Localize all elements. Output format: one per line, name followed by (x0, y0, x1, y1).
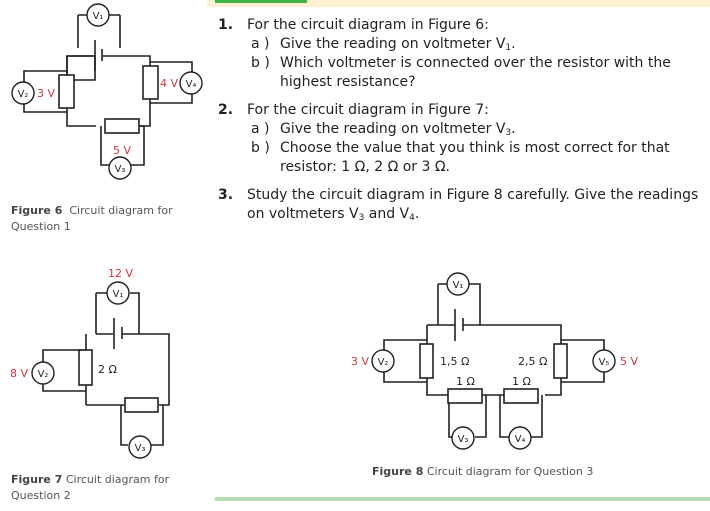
question-number: 3. (218, 187, 234, 203)
figure-label: Figure 8 (372, 465, 424, 478)
svg-text:V₃: V₃ (115, 164, 126, 175)
part-label: a ) (251, 121, 270, 137)
figure-7-caption: Figure 7 Circuit diagram for Question 2 (11, 472, 181, 504)
voltmeter-v3: V₃ (108, 156, 132, 180)
question-part: b ) Choose the value that you think is m… (247, 139, 708, 177)
header-band (207, 0, 710, 7)
question-part: a ) Give the reading on voltmeter V3. (247, 120, 708, 139)
resistor (124, 397, 159, 413)
part-text-end: . (511, 36, 516, 52)
figure-8-circuit: V₁ V₂ V₃ V₄ V₅ 3 V 5 V 1,5 Ω 2,5 Ω 1 Ω 1… (351, 272, 638, 450)
subscript: 1 (505, 43, 512, 53)
resistor (58, 74, 75, 109)
svg-text:V₅: V₅ (599, 357, 610, 368)
question-text: Study the circuit diagram in Figure 8 ca… (247, 187, 699, 222)
voltmeter-v1: V₁ (446, 272, 470, 296)
svg-text:V₁: V₁ (453, 280, 464, 291)
question-text-mid: and V (364, 206, 410, 222)
svg-text:V₂: V₂ (18, 89, 29, 100)
resistor-1-5-ohm (419, 343, 434, 379)
part-text: Give the reading on voltmeter V (280, 121, 506, 137)
figure-8-caption: Figure 8 Circuit diagram for Question 3 (372, 464, 632, 480)
caption-text: Circuit diagram for Question 3 (426, 465, 594, 478)
reading-v2: 3 V (37, 87, 55, 100)
voltmeter-v4: V₄ (179, 71, 203, 95)
svg-text:V₁: V₁ (113, 289, 124, 300)
voltmeter-v3: V₃ (451, 426, 475, 450)
question-3: 3. Study the circuit diagram in Figure 8… (218, 186, 708, 224)
resistor-2-ohm (78, 349, 93, 386)
question-text: For the circuit diagram in Figure 7: (247, 102, 489, 118)
svg-text:V₂: V₂ (38, 369, 49, 380)
voltmeter-v1: V₁ (106, 281, 130, 305)
part-text-end: . (511, 121, 516, 137)
bottom-rule (215, 497, 710, 501)
part-label: a ) (251, 36, 270, 52)
reading-v2: 8 V (10, 367, 28, 380)
svg-text:V₃: V₃ (458, 434, 469, 445)
svg-text:V₄: V₄ (186, 79, 197, 90)
caption-text: Circuit diagram for Question 2 (11, 473, 170, 502)
question-text: For the circuit diagram in Figure 6: (247, 17, 489, 33)
question-list: 1. For the circuit diagram in Figure 6: … (218, 16, 708, 224)
voltmeter-v1: V₁ (86, 3, 110, 27)
resistor-label: 1,5 Ω (440, 355, 469, 368)
question-part: a ) Give the reading on voltmeter V1. (247, 35, 708, 54)
voltmeter-v4: V₄ (508, 426, 532, 450)
subscript: 3 (358, 213, 365, 223)
figure-6-caption: Figure 6 Circuit diagram for Question 1 (11, 203, 181, 235)
question-2: 2. For the circuit diagram in Figure 7: … (218, 101, 708, 177)
reading-v1: 12 V (108, 267, 133, 280)
figure-7-circuit: V₁ V₂ V₃ 12 V 8 V 2 Ω (10, 267, 170, 459)
voltmeter-v2: V₂ (31, 361, 55, 385)
figure-label: Figure 6 (11, 204, 63, 217)
resistor-1-ohm (447, 388, 483, 404)
voltmeter-v2: V₂ (11, 81, 35, 105)
svg-text:V₁: V₁ (93, 11, 104, 22)
part-text: Choose the value that you think is most … (280, 140, 670, 175)
resistor-1-ohm (503, 388, 539, 404)
reading-v2: 3 V (351, 355, 369, 368)
voltmeter-v5: V₅ (592, 349, 616, 373)
svg-text:V₄: V₄ (515, 434, 526, 445)
question-1: 1. For the circuit diagram in Figure 6: … (218, 16, 708, 92)
voltmeter-v2: V₂ (371, 349, 395, 373)
subscript: 3 (505, 128, 512, 138)
resistor (104, 118, 140, 134)
caption-text: Circuit diagram for Question 1 (11, 204, 173, 233)
question-part: b ) Which voltmeter is connected over th… (247, 54, 708, 92)
figure-label: Figure 7 (11, 473, 63, 486)
figure-6-circuit: V₁ V₂ V₃ V₄ 3 V 5 V 4 V (11, 3, 203, 180)
resistor (142, 65, 159, 100)
subscript: 4 (409, 213, 415, 223)
part-text: Give the reading on voltmeter V (280, 36, 506, 52)
reading-v3: 5 V (113, 144, 131, 157)
part-text: Which voltmeter is connected over the re… (280, 55, 671, 90)
svg-text:V₃: V₃ (135, 443, 146, 454)
question-number: 1. (218, 17, 234, 33)
part-label: b ) (251, 55, 270, 71)
resistor-label: 2,5 Ω (518, 355, 547, 368)
voltmeter-v3: V₃ (128, 435, 152, 459)
question-text-end: . (414, 206, 420, 222)
part-label: b ) (251, 140, 270, 156)
question-number: 2. (218, 102, 234, 118)
svg-text:V₂: V₂ (378, 357, 389, 368)
resistor-label: 2 Ω (98, 363, 117, 376)
reading-v4: 4 V (160, 77, 178, 90)
resistor-2-5-ohm (553, 343, 568, 379)
resistor-label: 1 Ω (512, 375, 531, 388)
resistor-label: 1 Ω (456, 375, 475, 388)
header-accent-bar (215, 0, 307, 3)
reading-v5: 5 V (620, 355, 638, 368)
